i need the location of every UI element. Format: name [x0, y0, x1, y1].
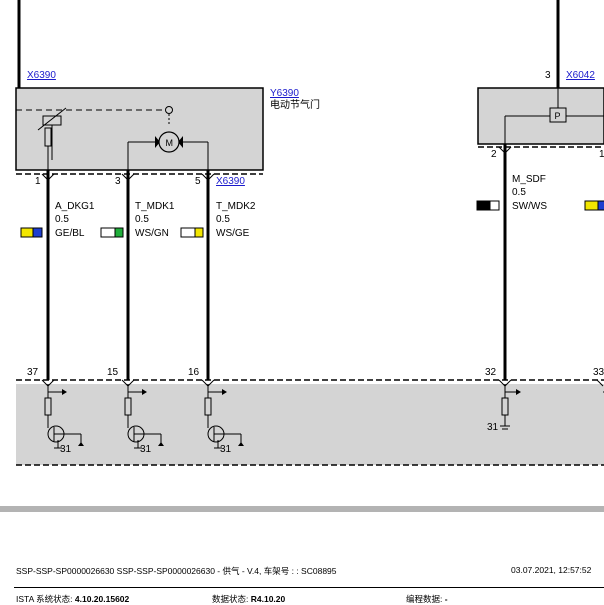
potentiometer-icon — [37, 107, 67, 170]
programming-data-label: 编程数据: — [406, 594, 443, 604]
wire-name: T_MDK1 — [135, 201, 175, 212]
svg-text:P: P — [555, 111, 561, 121]
pin-label: 16 — [188, 367, 200, 378]
motor-icon: M — [127, 131, 209, 170]
connector-link-x6390-bottom[interactable]: X6390 — [216, 176, 245, 187]
wire-color-swatch — [476, 200, 491, 211]
data-status-label: 数据状态: — [212, 594, 249, 604]
pin-label: 1 — [35, 176, 41, 187]
ground-label: 31 — [140, 444, 152, 455]
pin-label: 33 — [593, 367, 604, 378]
wire-size: 0.5 — [512, 187, 526, 198]
pin-label: 1 — [599, 149, 604, 160]
wire-color-code: GE/BL — [55, 228, 85, 239]
pin-label: 15 — [107, 367, 119, 378]
component-link-y6390[interactable]: Y6390 — [270, 88, 299, 99]
svg-text:M: M — [166, 138, 174, 148]
ground-label: 31 — [487, 422, 499, 433]
wiring-diagram: X6390 3 X6042 Y6390 电动节气门 M P — [15, 0, 604, 466]
sensor-node-icon — [165, 106, 173, 114]
resistor-circuit-32 — [498, 379, 521, 430]
ista-status: ISTA 系统状态: 4.10.20.15602 — [16, 593, 129, 605]
ground-label: 31 — [60, 444, 72, 455]
relay-icon: P — [504, 88, 604, 144]
data-status-value: R4.10.20 — [250, 594, 286, 604]
ista-status-value: 4.10.20.15602 — [74, 594, 130, 604]
footer-separator — [0, 506, 604, 512]
pin-label: 2 — [491, 149, 497, 160]
wire-name: M_SDF — [512, 174, 546, 185]
wire-color-swatch — [584, 200, 599, 211]
document-datetime: 03.07.2021, 12:57:52 — [511, 565, 592, 575]
connector-link-x6042[interactable]: X6042 — [566, 70, 595, 81]
ista-status-label: ISTA 系统状态: — [16, 594, 73, 604]
programming-data: 编程数据: - — [406, 593, 448, 605]
wire-color-swatch — [20, 227, 34, 238]
wire-size: 0.5 — [216, 214, 230, 225]
wire-name: A_DKG1 — [55, 201, 95, 212]
pin-label: 3 — [545, 70, 551, 81]
component-y6390 — [15, 87, 264, 171]
pin-label: 3 — [115, 176, 121, 187]
transistor-circuit-37 — [41, 379, 84, 449]
data-status: 数据状态: R4.10.20 — [212, 593, 285, 605]
pin-label: 5 — [195, 176, 201, 187]
component-name: 电动节气门 — [270, 98, 320, 111]
pin-label: 32 — [485, 367, 497, 378]
control-unit-module — [16, 384, 604, 465]
wire-color-code: SW/WS — [512, 201, 547, 212]
ground-label: 31 — [220, 444, 232, 455]
wire-size: 0.5 — [55, 214, 69, 225]
wire-size: 0.5 — [135, 214, 149, 225]
transistor-circuit-16 — [201, 379, 244, 449]
transistor-circuit-15 — [121, 379, 164, 449]
wire-color-code: WS/GE — [216, 228, 250, 239]
pin-label: 37 — [27, 367, 39, 378]
wire-color-code: WS/GN — [135, 228, 169, 239]
footer-divider — [14, 587, 604, 588]
wire-color-swatch — [100, 227, 116, 238]
wire-color-swatch — [180, 227, 196, 238]
wire-name: T_MDK2 — [216, 201, 256, 212]
connector-link-x6390-top[interactable]: X6390 — [27, 70, 56, 81]
document-reference: SSP-SSP-SP0000026630 SSP-SSP-SP000002663… — [16, 566, 337, 576]
programming-data-value: - — [444, 594, 448, 604]
